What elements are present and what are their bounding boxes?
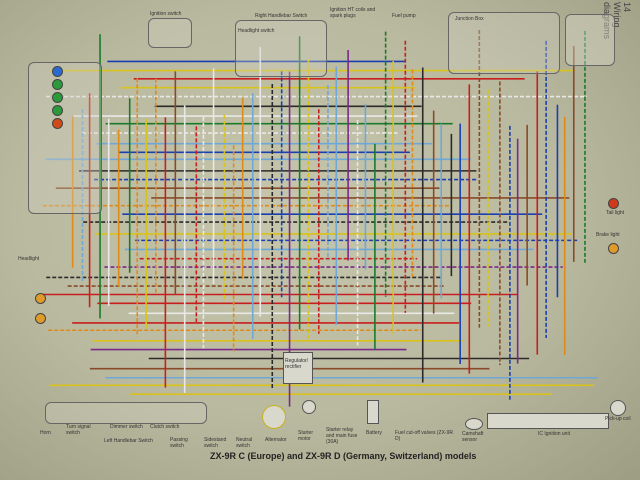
ht-coils-label: Ignition HT coils and spark plugs (330, 7, 376, 19)
clutch-switch-label: Clutch switch (150, 424, 180, 430)
front-indicator-right-lamp (35, 313, 46, 324)
ic-ignition-label: IC Ignition unit (538, 431, 570, 437)
pickup-coil (610, 400, 626, 416)
sidestand-switch-label: Sidestand switch (204, 437, 227, 449)
turn-signal-switch-label: Turn signal switch (66, 424, 91, 436)
camshaft-sensor (465, 418, 483, 430)
right-handlebar-switch-label: Right Handlebar Switch (255, 13, 308, 19)
starter-motor (302, 400, 316, 414)
junction-box-label: Junction Box (455, 16, 484, 22)
battery-label: Battery (366, 430, 382, 436)
instrument-cluster (28, 62, 102, 214)
ignition-switch-label: Ignition switch (150, 11, 182, 17)
front-indicator-left-lamp (35, 293, 46, 304)
alternator-label: Alternator (265, 437, 287, 443)
horn-label: Horn (40, 430, 51, 436)
warning-lamp (52, 118, 63, 129)
warning-lamp (52, 79, 63, 90)
left-handlebar-switch (45, 402, 207, 424)
ic-ignition-unit (487, 413, 609, 429)
regulator-label: Regulator/ rectifier (285, 358, 309, 370)
left-handlebar-switch-label: Left Handlebar Switch (104, 438, 153, 444)
alternator (262, 405, 286, 429)
starter-relay-label: Starter relay and main fuse (30A) (326, 427, 358, 445)
pickup-coil-label: Pick-up coil (605, 416, 631, 422)
warning-lamp (52, 66, 63, 77)
right-handlebar-switch (235, 20, 327, 77)
tail-light-label: Tail light (606, 210, 625, 216)
ignition-switch (148, 18, 192, 48)
headlight-label: Headlight (18, 256, 40, 262)
fuse-legend (565, 14, 615, 66)
passing-switch-label: Passing switch (170, 437, 188, 449)
camshaft-sensor-label: Camshaft sensor (462, 431, 484, 443)
junction-box (448, 12, 560, 74)
diagram-caption: ZX-9R C (Europe) and ZX-9R D (Germany, S… (210, 451, 477, 461)
tail-light-lamp (608, 198, 619, 209)
rear-indicator-lamp (608, 243, 619, 254)
neutral-switch-label: Neutral switch (236, 437, 253, 449)
battery (367, 400, 379, 424)
starter-motor-label: Starter motor (298, 430, 314, 442)
brake-light-label: Brake light (596, 232, 620, 238)
fuel-pump-label: Fuel pump (392, 13, 416, 19)
dimmer-switch-label: Dimmer switch (110, 424, 143, 430)
fuel-cutoff-label: Fuel cut-off valves (ZX-9R D) (395, 430, 453, 442)
warning-lamp (52, 92, 63, 103)
warning-lamp (52, 105, 63, 116)
regulator-rectifier (283, 352, 313, 384)
headlight-switch-label: Headlight switch (238, 28, 275, 34)
